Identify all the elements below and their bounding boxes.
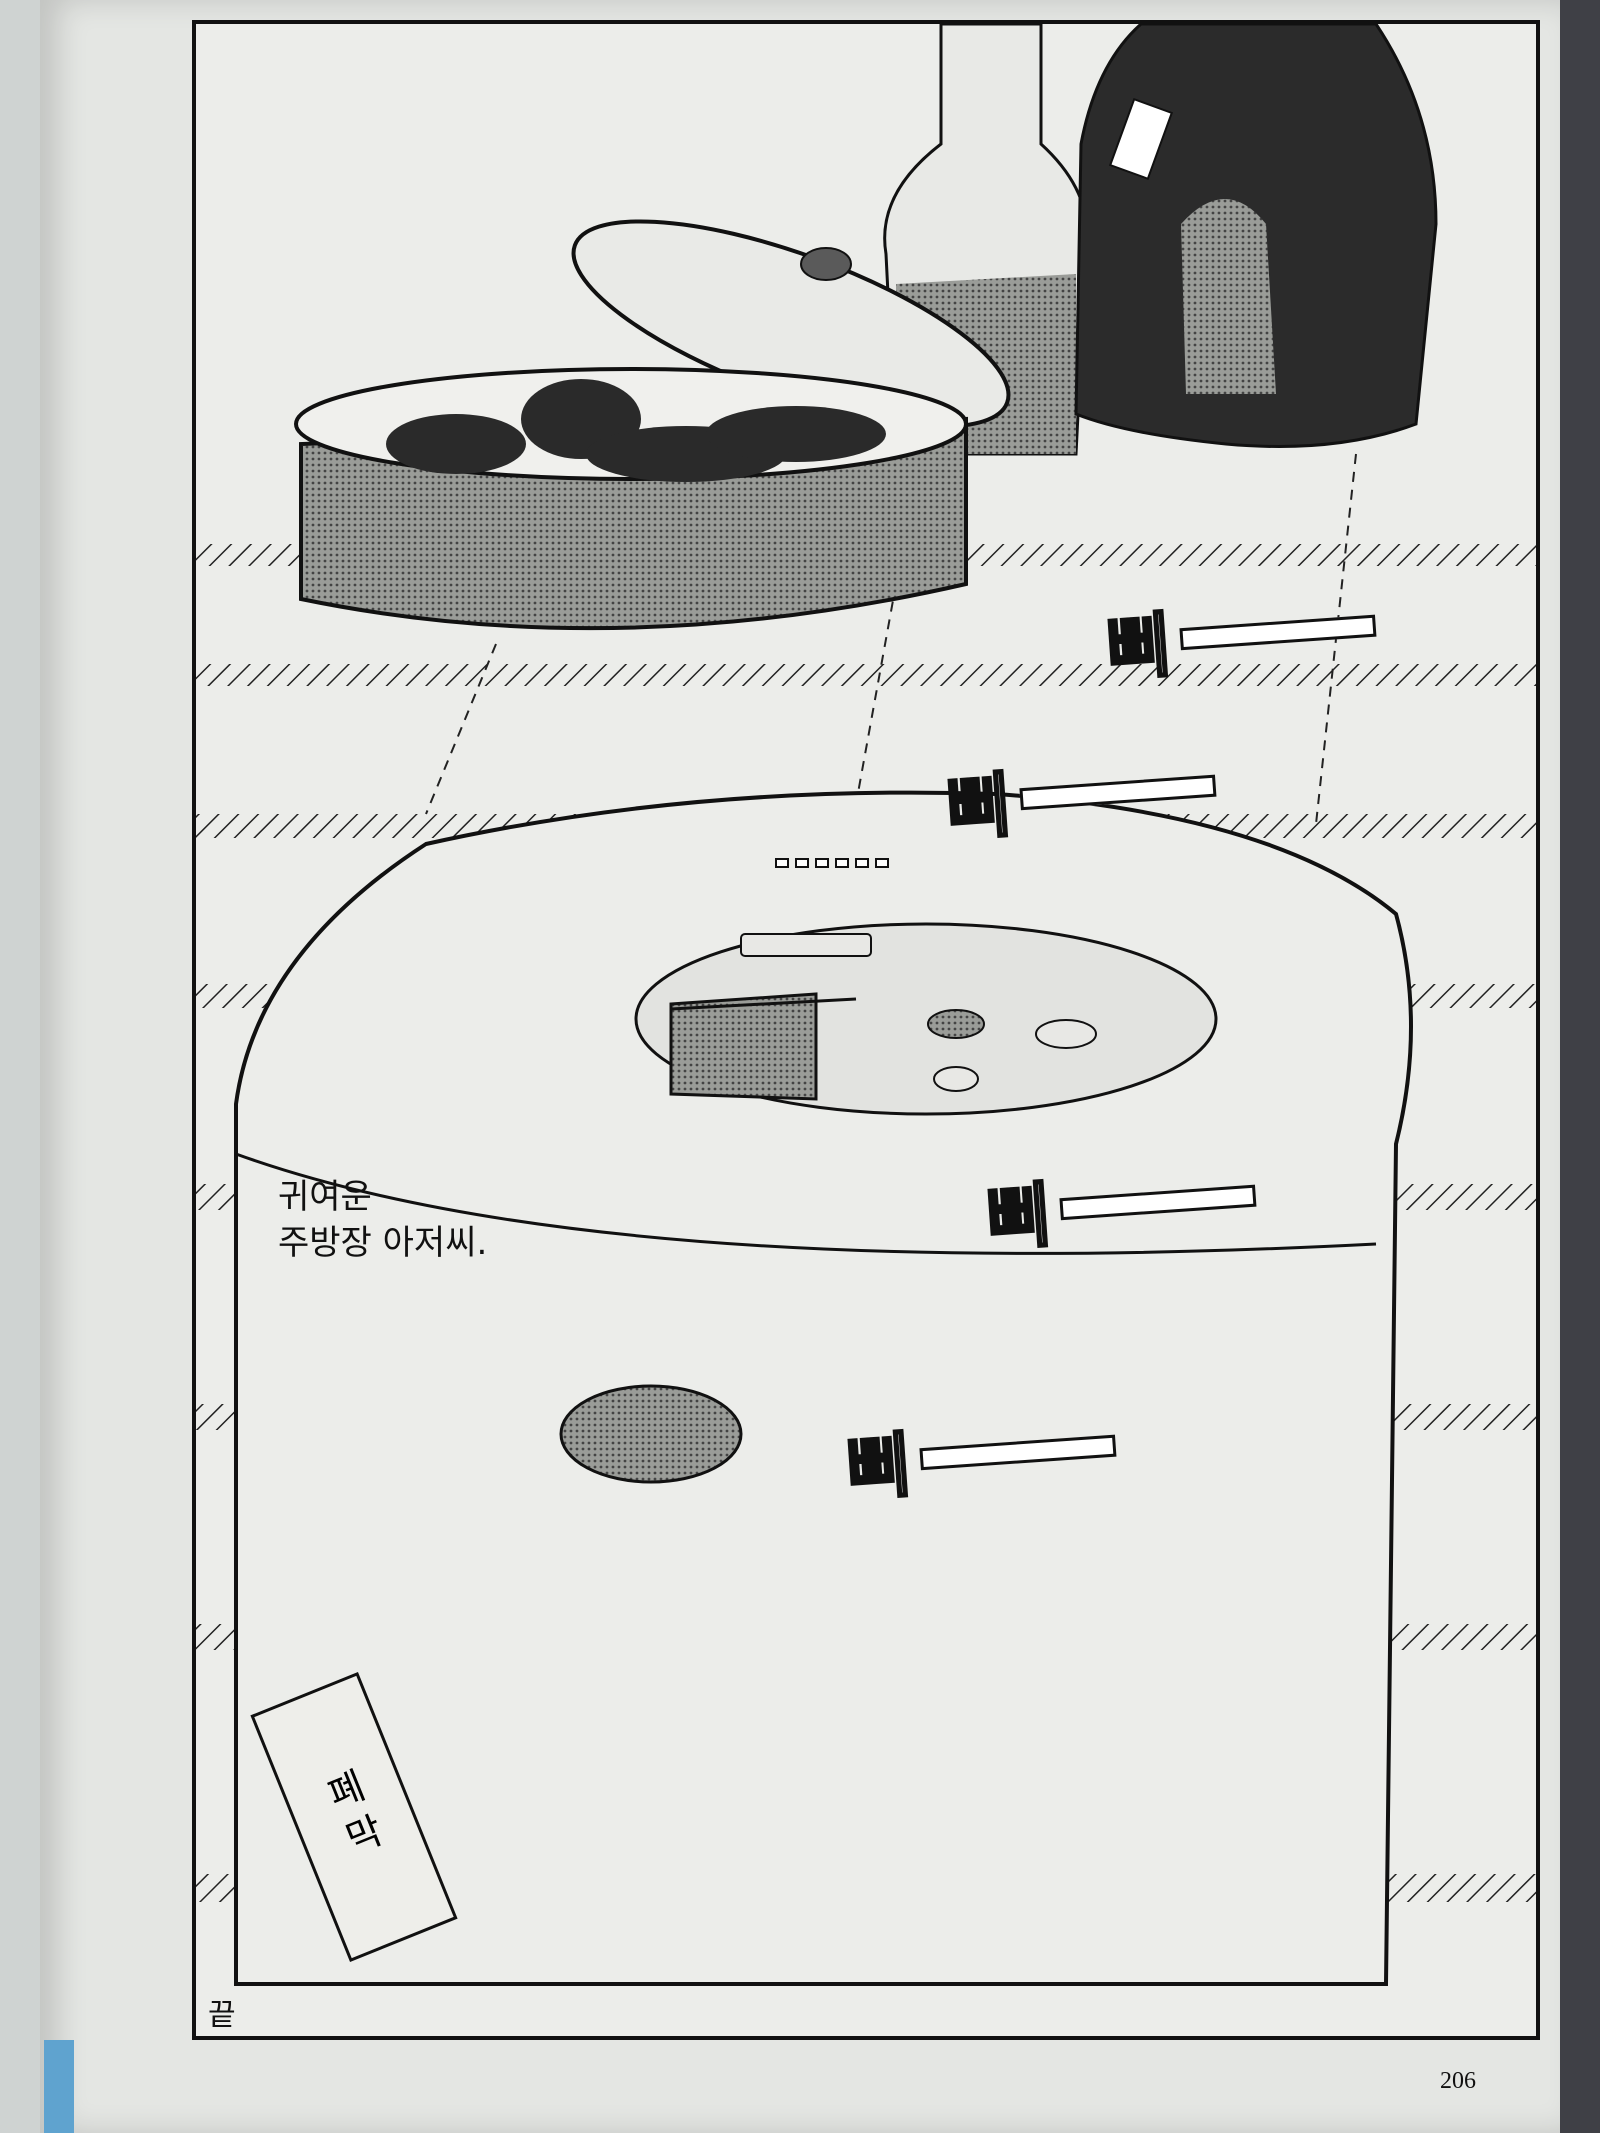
sound-effect-beep: 삐 bbox=[842, 1395, 1120, 1515]
sound-effect-beep: 삐 bbox=[942, 735, 1220, 855]
page-number: 206 bbox=[1440, 2068, 1476, 2094]
sound-effect-dash bbox=[1179, 614, 1377, 650]
rice-cooker-icon bbox=[234, 790, 1413, 1986]
book-cover-edge bbox=[44, 2040, 74, 2133]
sound-effect-dash bbox=[1059, 1184, 1257, 1220]
soy-sauce-bottle-icon bbox=[1074, 24, 1438, 448]
comic-panel: 삐 삐 삐 삐 귀여운 주방장 아저씨. 폐막 bbox=[192, 20, 1540, 2040]
sound-effect-dash bbox=[919, 1434, 1117, 1470]
sound-effect-beep: 삐 bbox=[982, 1145, 1260, 1265]
sticky-label-text: 폐막 bbox=[315, 1764, 392, 1870]
book-spine bbox=[0, 0, 40, 2133]
caption-text: 귀여운 주방장 아저씨. bbox=[278, 1177, 488, 1263]
kitchen-illustration bbox=[196, 24, 1536, 1986]
end-mark: 끝 bbox=[208, 1998, 236, 2033]
sound-effect-beep: 삐 bbox=[1102, 575, 1380, 695]
comic-page: 삐 삐 삐 삐 귀여운 주방장 아저씨. 폐막 끝 206 bbox=[40, 0, 1560, 2133]
bowl-with-lid-icon bbox=[294, 219, 1011, 631]
sound-effect-dash bbox=[1019, 774, 1217, 810]
